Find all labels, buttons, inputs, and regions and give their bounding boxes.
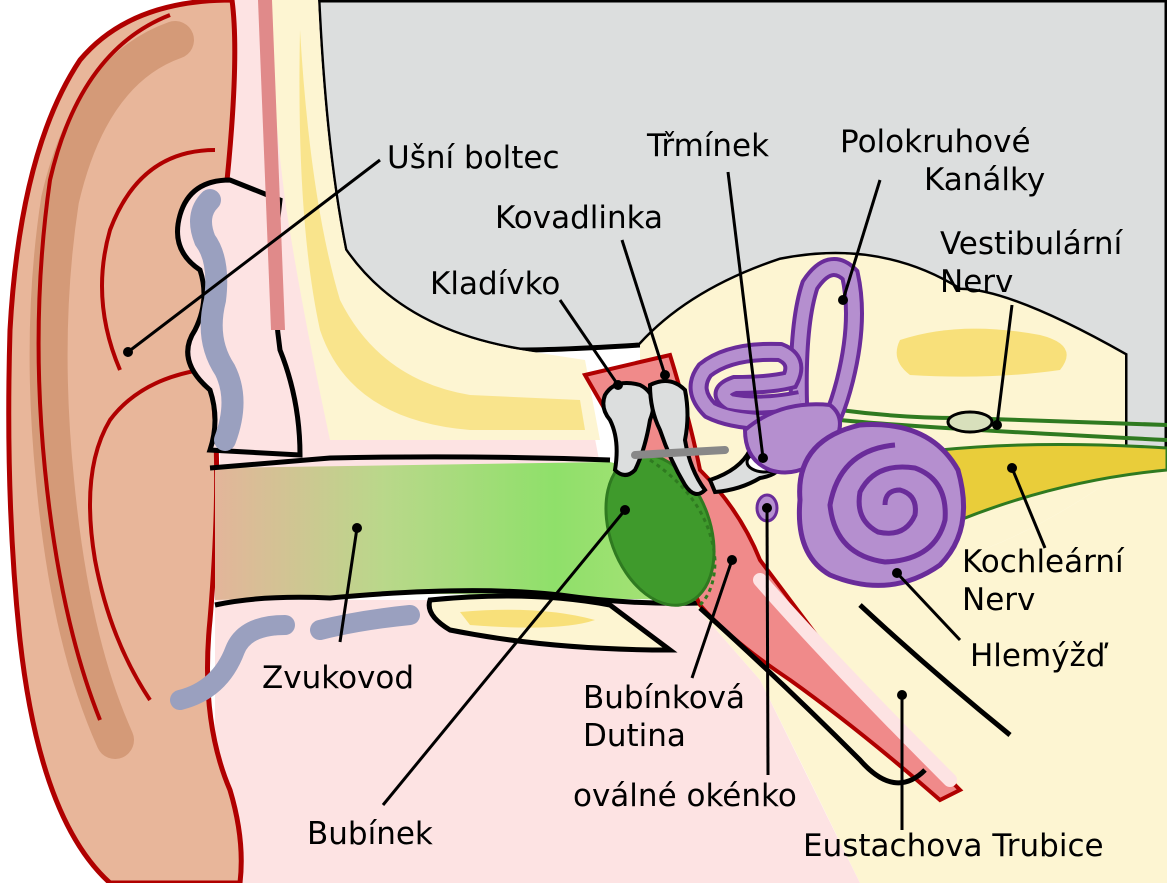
leader-dot bbox=[660, 370, 670, 380]
label-hlemyzd: Hlemýžď bbox=[970, 638, 1106, 674]
leader-dot bbox=[352, 523, 362, 533]
label-bubinkova-line2: Dutina bbox=[583, 718, 686, 754]
label-kochlearni-line2: Nerv bbox=[962, 582, 1035, 618]
leader-dot bbox=[992, 420, 1002, 430]
leader-dot bbox=[727, 555, 737, 565]
label-vestibularni-line1: Vestibulární bbox=[940, 226, 1122, 262]
label-bubinek: Bubínek bbox=[307, 816, 433, 852]
label-kladivko: Kladívko bbox=[430, 266, 560, 302]
leader-dot bbox=[762, 503, 772, 513]
leader-dot bbox=[892, 568, 902, 578]
malleus-handle bbox=[635, 450, 725, 455]
label-usni-boltec: Ušní boltec bbox=[387, 140, 559, 176]
leader-dot bbox=[1007, 463, 1017, 473]
leader-ovalne-okenko bbox=[767, 508, 768, 775]
leader-dot bbox=[897, 690, 907, 700]
label-bubinkova-line1: Bubínková bbox=[583, 680, 745, 716]
leader-dot bbox=[620, 505, 630, 515]
label-kovadlinka: Kovadlinka bbox=[495, 200, 663, 236]
label-polokruhove-line2: Kanálky bbox=[924, 162, 1045, 198]
leader-dot bbox=[758, 453, 768, 463]
label-zvukovod: Zvukovod bbox=[262, 660, 414, 696]
label-polokruhove-line1: Polokruhové bbox=[840, 124, 1031, 160]
label-ovalne-okenko: oválné okénko bbox=[573, 778, 797, 814]
nerve-ganglion bbox=[948, 412, 992, 432]
leader-dot bbox=[613, 380, 623, 390]
leader-dot bbox=[838, 295, 848, 305]
label-trminek: Třmínek bbox=[647, 128, 769, 164]
label-kochlearni-line1: Kochleární bbox=[962, 544, 1124, 580]
leader-dot bbox=[123, 347, 133, 357]
label-vestibularni-line2: Nerv bbox=[940, 264, 1013, 300]
inner-ear-yellow bbox=[897, 329, 1067, 377]
label-eustachova-trubice: Eustachova Trubice bbox=[803, 828, 1104, 864]
